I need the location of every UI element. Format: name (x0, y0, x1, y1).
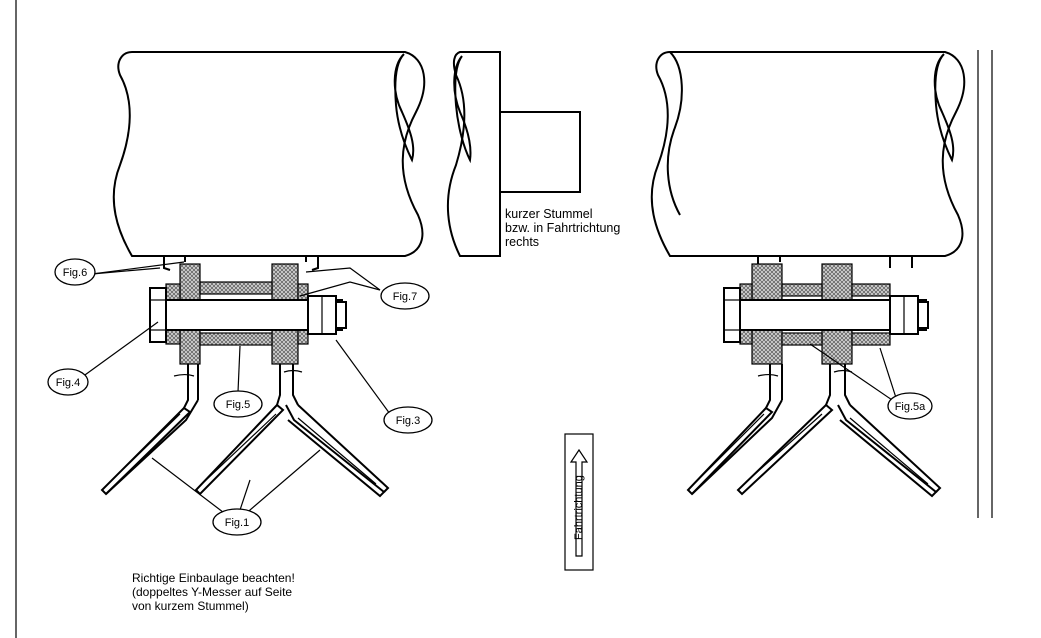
callout-fig4: Fig.4 (47, 368, 89, 396)
direction-label: Fahrtrichtung (573, 475, 585, 540)
installation-note-line-3: von kurzem Stummel) (132, 599, 249, 613)
short-stub-note-line-1: kurzer Stummel (505, 207, 593, 221)
short-stub-note-line-3: rechts (505, 235, 540, 249)
right-bushing-right-top (851, 283, 891, 297)
callout-fig7: Fig.7 (380, 282, 430, 310)
left-bolt (149, 287, 347, 343)
right-bolt (723, 287, 929, 343)
svg-text:Fig.7: Fig.7 (393, 291, 417, 303)
callout-fig5: Fig.5 (213, 390, 263, 418)
svg-text:Fig.5: Fig.5 (226, 399, 250, 411)
installation-note: Richtige Einbaulage beachten! (doppeltes… (132, 571, 295, 613)
left-bushing-bottom (199, 332, 273, 346)
short-stub-note: kurzer Stummel bzw. in Fahrtrichtung rec… (505, 207, 620, 249)
callout-fig6: Fig.6 (54, 258, 96, 286)
left-knife-blades (100, 399, 390, 498)
stub-plate (499, 111, 581, 193)
right-bushing-top (781, 283, 823, 297)
installation-note-line-2: (doppeltes Y-Messer auf Seite (132, 585, 293, 599)
svg-text:Fig.3: Fig.3 (396, 415, 420, 427)
left-pipe (112, 51, 426, 257)
svg-text:Fig.4: Fig.4 (56, 377, 80, 389)
right-bushing-bottom (781, 332, 823, 346)
right-knife-blades (686, 399, 942, 498)
right-bushing-right-bottom (851, 332, 891, 346)
left-assembly (100, 51, 426, 498)
svg-text:Fig.1: Fig.1 (225, 517, 249, 529)
callout-fig5a: Fig.5a (887, 392, 933, 420)
left-bushing-top (199, 281, 273, 295)
callout-fig3: Fig.3 (383, 406, 433, 434)
svg-text:Fig.6: Fig.6 (63, 267, 87, 279)
installation-note-line-1: Richtige Einbaulage beachten! (132, 571, 295, 585)
svg-text:Fig.5a: Fig.5a (895, 401, 926, 413)
leader-lines (77, 261, 899, 523)
middle-short-stub (446, 51, 581, 257)
right-assembly (650, 51, 966, 498)
direction-indicator (564, 433, 594, 571)
callout-fig1: Fig.1 (212, 508, 262, 536)
right-pipe (650, 51, 966, 257)
short-stub-note-line-2: bzw. in Fahrtrichtung (505, 221, 621, 235)
